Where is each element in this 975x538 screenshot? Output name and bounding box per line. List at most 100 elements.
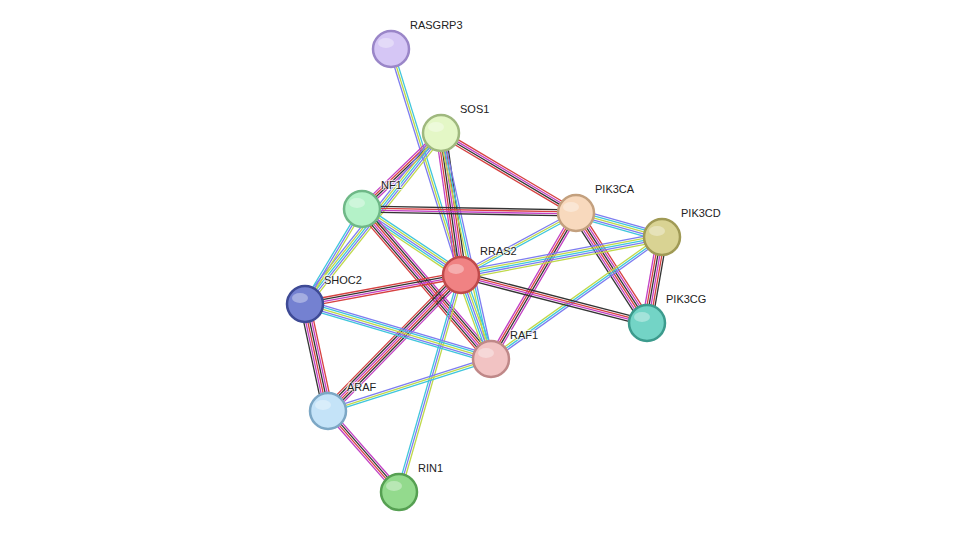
- interaction-edge: [316, 147, 430, 290]
- node-circle: [642, 217, 682, 257]
- interaction-edge: [404, 292, 456, 474]
- node-highlight: [563, 202, 579, 212]
- interaction-edge: [456, 142, 560, 204]
- node-highlight: [349, 198, 365, 208]
- node-circle: [342, 189, 382, 229]
- evidence-strand: [343, 290, 451, 400]
- node-circle-shape: [381, 474, 417, 510]
- evidence-strand: [341, 424, 388, 478]
- evidence-strand: [463, 293, 481, 343]
- node-label: RAF1: [510, 329, 538, 341]
- evidence-strand: [465, 293, 483, 343]
- evidence-strand: [337, 284, 445, 394]
- node-circle: [421, 113, 461, 153]
- evidence-strand: [478, 236, 644, 267]
- evidence-strand: [404, 292, 456, 474]
- evidence-strand: [594, 216, 645, 230]
- interaction-edge: [650, 255, 659, 306]
- node-highlight: [386, 481, 402, 491]
- node-circle: [556, 193, 596, 233]
- evidence-strand: [310, 321, 325, 393]
- evidence-strand: [306, 322, 321, 394]
- node-label: SOS1: [460, 103, 489, 115]
- evidence-strand: [479, 277, 630, 316]
- node-circle-shape: [644, 219, 680, 255]
- evidence-strand: [593, 218, 644, 232]
- evidence-strand: [590, 225, 641, 305]
- interaction-edge-group: [321, 305, 475, 357]
- interaction-edge: [593, 218, 644, 232]
- node-label: PIK3CA: [595, 183, 634, 195]
- interaction-edge: [586, 228, 637, 308]
- interaction-edge: [467, 292, 485, 342]
- evidence-strand: [346, 366, 475, 407]
- evidence-strand: [593, 220, 644, 234]
- node-circle: [627, 303, 667, 343]
- evidence-strand: [376, 146, 429, 197]
- interaction-edge-group: [304, 321, 329, 395]
- evidence-strand: [304, 323, 319, 395]
- evidence-strand: [374, 222, 480, 345]
- node-circle: [285, 284, 325, 324]
- interaction-edge: [340, 425, 387, 479]
- interaction-edge: [345, 364, 474, 405]
- node-circle-shape: [443, 257, 479, 293]
- node-circle-shape: [287, 286, 323, 322]
- node-highlight: [378, 38, 394, 48]
- evidence-strand: [458, 140, 562, 202]
- node-circle-shape: [310, 393, 346, 429]
- evidence-strand: [592, 222, 643, 236]
- evidence-strand: [308, 322, 323, 394]
- node-circle: [308, 391, 348, 431]
- node-label: PIK3CG: [666, 293, 706, 305]
- interaction-edge: [322, 309, 473, 354]
- evidence-strand: [594, 214, 645, 228]
- node-circle: [471, 339, 511, 379]
- evidence-strand: [506, 247, 648, 348]
- node-label: RIN1: [418, 462, 443, 474]
- node-circle-shape: [473, 341, 509, 377]
- interaction-edge-group: [380, 206, 558, 215]
- node-circle-shape: [629, 305, 665, 341]
- node-circle: [441, 255, 481, 295]
- node-highlight: [448, 264, 464, 274]
- evidence-strand: [322, 311, 473, 356]
- evidence-strand: [504, 246, 646, 347]
- node-label: NF1: [381, 179, 402, 191]
- node-circle-shape: [344, 191, 380, 227]
- interaction-edge: [380, 209, 558, 212]
- interaction-edge: [506, 247, 648, 348]
- evidence-strand: [345, 363, 474, 404]
- node-label: PIK3CD: [681, 207, 721, 219]
- evidence-strand: [321, 313, 472, 358]
- evidence-strand: [455, 145, 559, 207]
- evidence-strand: [318, 148, 432, 291]
- node-highlight: [292, 293, 308, 303]
- evidence-strand: [645, 254, 654, 305]
- evidence-strand: [312, 321, 327, 393]
- node-label: SHOC2: [324, 274, 362, 286]
- interaction-edge: [478, 279, 629, 318]
- interaction-edge: [309, 322, 324, 394]
- evidence-strand: [456, 143, 560, 205]
- evidence-strand: [375, 222, 444, 268]
- node-label: ARAF: [347, 381, 376, 393]
- evidence-strand: [467, 292, 485, 342]
- node-circle: [379, 472, 419, 512]
- evidence-strand: [338, 427, 385, 481]
- evidence-strand: [345, 364, 474, 405]
- evidence-strand: [649, 255, 658, 306]
- evidence-strand: [374, 145, 427, 196]
- evidence-strand: [342, 423, 389, 477]
- interaction-edge-group: [338, 423, 390, 481]
- interaction-edge-group: [402, 292, 458, 475]
- interaction-edge-group: [345, 363, 475, 408]
- evidence-strand: [322, 309, 473, 354]
- node-label: RASGRP3: [410, 19, 463, 31]
- evidence-strand: [323, 307, 474, 352]
- evidence-strand: [340, 287, 448, 397]
- node-highlight: [478, 348, 494, 358]
- interaction-edge-group: [313, 145, 433, 293]
